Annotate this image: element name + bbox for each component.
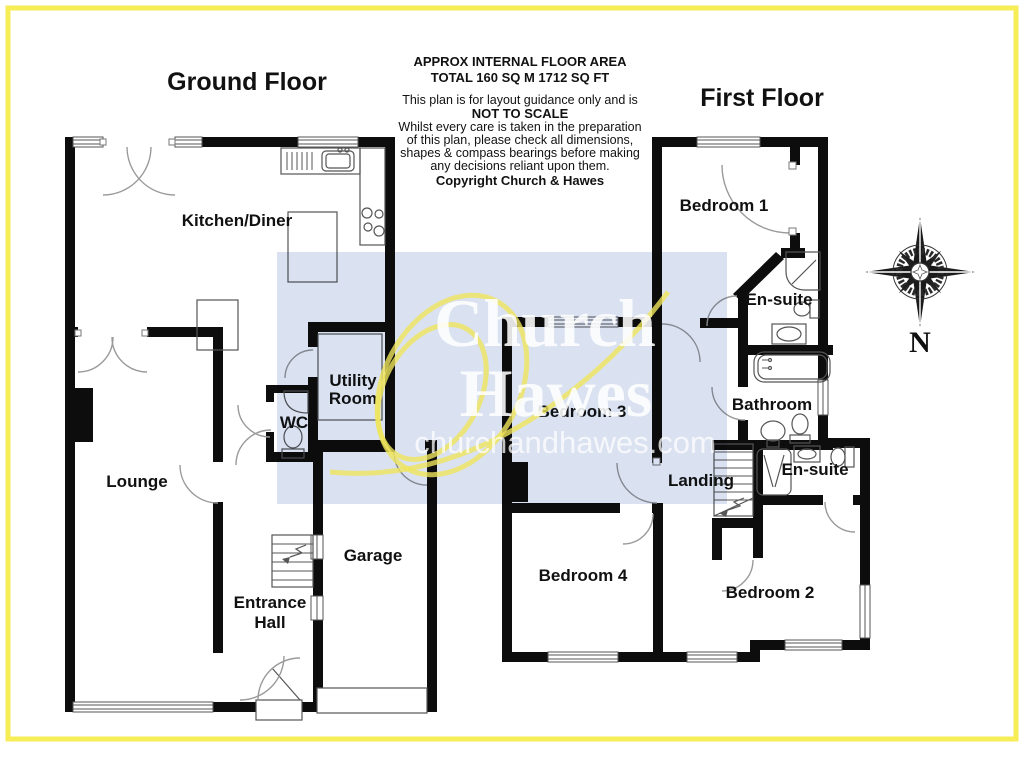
care-line4: any decisions reliant upon them. [430, 159, 609, 173]
guidance-line: This plan is for layout guidance only an… [402, 93, 638, 107]
room-label-lounge: Lounge [106, 472, 167, 491]
title-block: APPROX INTERNAL FLOOR AREA TOTAL 160 SQ … [398, 54, 641, 188]
room-label-entrance-line1: Entrance [234, 593, 307, 612]
room-label-bathroom: Bathroom [732, 395, 812, 414]
care-line2: of this plan, please check all dimension… [407, 133, 634, 147]
floor-area-line2: TOTAL 160 SQ M 1712 SQ FT [431, 70, 610, 85]
first-floor-fixtures [713, 251, 855, 517]
care-line1: Whilst every care is taken in the prepar… [398, 120, 641, 134]
page-border [5, 5, 1019, 742]
watermark: Church Hawes churchandhawes.com [277, 252, 727, 504]
room-label-bedroom2: Bedroom 2 [726, 583, 815, 602]
watermark-name-line2: Hawes [460, 355, 653, 431]
room-label-garage: Garage [344, 546, 403, 565]
watermark-name-line1: Church [434, 285, 656, 361]
room-label-kitchen-diner: Kitchen/Diner [182, 211, 293, 230]
not-to-scale: NOT TO SCALE [472, 106, 569, 121]
room-label-ensuite2: En-suite [781, 460, 848, 479]
room-label-bedroom1: Bedroom 1 [680, 196, 769, 215]
copyright-line: Copyright Church & Hawes [436, 173, 604, 188]
room-label-entrance-line2: Hall [254, 613, 285, 632]
watermark-box [277, 252, 727, 504]
room-label-bedroom4: Bedroom 4 [539, 566, 628, 585]
compass-center [910, 262, 930, 282]
compass-north-label: N [909, 326, 931, 359]
ground-floor-title: Ground Floor [167, 68, 327, 96]
ground-floor-fixtures [196, 147, 428, 721]
watermark-swirl [329, 290, 671, 478]
floor-area-line1: APPROX INTERNAL FLOOR AREA [413, 54, 627, 69]
watermark-website: churchandhawes.com [414, 425, 716, 460]
care-line3: shapes & compass bearings before making [400, 146, 640, 160]
ground-floor-windows [72, 136, 359, 713]
compass-rose: N [865, 217, 975, 359]
ground-floor-door-arcs [74, 138, 428, 701]
room-label-ensuite1: En-suite [745, 290, 812, 309]
first-floor-title: First Floor [700, 84, 824, 112]
